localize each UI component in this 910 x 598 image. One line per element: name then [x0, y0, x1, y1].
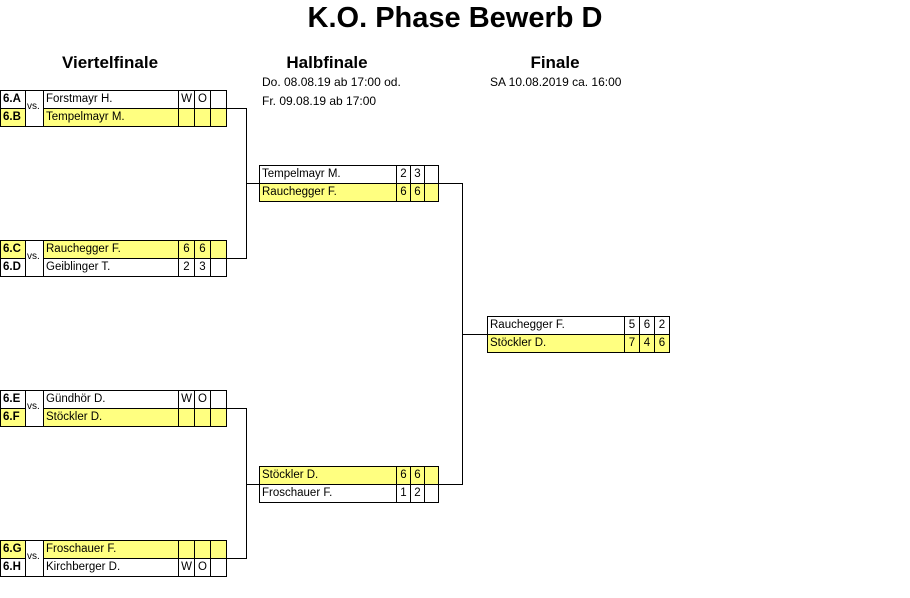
bracket-line	[226, 258, 247, 259]
set-score: 6	[410, 466, 425, 485]
set-score: 2	[410, 484, 425, 503]
set-score: 5	[624, 316, 640, 335]
player-name: Tempelmayr M.	[43, 108, 179, 127]
bracket-line	[438, 484, 463, 485]
player-name: Rauchegger F.	[43, 240, 179, 259]
set-score: 6	[396, 183, 411, 202]
set-score	[210, 408, 227, 427]
round-heading-semifinal: Halbfinale	[286, 53, 368, 72]
set-score: 2	[178, 258, 195, 277]
set-score	[178, 540, 195, 559]
player-name: Stöckler D.	[43, 408, 179, 427]
set-score	[194, 540, 211, 559]
player-name: Froschauer F.	[259, 484, 397, 503]
bracket-line	[462, 334, 487, 335]
set-score	[178, 108, 195, 127]
set-score	[178, 408, 195, 427]
set-score: O	[194, 390, 211, 409]
vs-cell	[25, 240, 44, 277]
semifinal-schedule-line-2: Fr. 09.08.19 ab 17:00	[262, 94, 377, 108]
seed-label: 6.A	[0, 90, 26, 109]
bracket-line	[438, 183, 463, 184]
set-score: 6	[194, 240, 211, 259]
set-score: W	[178, 90, 195, 109]
semifinal-schedule-line-1: Do. 08.08.19 ab 17:00 od.	[262, 75, 401, 89]
set-score: O	[194, 558, 211, 577]
set-score: 6	[410, 183, 425, 202]
set-score	[210, 558, 227, 577]
round-heading-final: Finale	[530, 53, 580, 72]
set-score	[424, 183, 439, 202]
set-score: 6	[639, 316, 655, 335]
vs-label: vs.	[27, 551, 40, 562]
player-name: Stöckler D.	[487, 334, 625, 353]
set-score: 2	[396, 165, 411, 184]
set-score	[424, 484, 439, 503]
player-name: Kirchberger D.	[43, 558, 179, 577]
bracket-line	[246, 408, 247, 559]
seed-label: 6.H	[0, 558, 26, 577]
set-score	[194, 408, 211, 427]
set-score: 6	[178, 240, 195, 259]
seed-label: 6.C	[0, 240, 26, 259]
player-name: Rauchegger F.	[259, 183, 397, 202]
set-score	[210, 258, 227, 277]
vs-label: vs.	[27, 401, 40, 412]
bracket-line	[226, 558, 247, 559]
set-score	[424, 165, 439, 184]
seed-label: 6.F	[0, 408, 26, 427]
player-name: Geiblinger T.	[43, 258, 179, 277]
vs-label: vs.	[27, 101, 40, 112]
set-score	[210, 90, 227, 109]
seed-label: 6.E	[0, 390, 26, 409]
set-score: 6	[654, 334, 670, 353]
set-score: 2	[654, 316, 670, 335]
seed-label: 6.G	[0, 540, 26, 559]
final-schedule: SA 10.08.2019 ca. 16:00	[490, 75, 622, 89]
player-name: Rauchegger F.	[487, 316, 625, 335]
set-score: 1	[396, 484, 411, 503]
set-score: 7	[624, 334, 640, 353]
round-heading-quarterfinal: Viertelfinale	[61, 53, 159, 72]
set-score: 3	[410, 165, 425, 184]
set-score: W	[178, 558, 195, 577]
page-title: K.O. Phase Bewerb D	[307, 2, 603, 34]
bracket-line	[246, 183, 259, 184]
player-name: Gündhör D.	[43, 390, 179, 409]
set-score	[210, 108, 227, 127]
player-name: Stöckler D.	[259, 466, 397, 485]
seed-label: 6.D	[0, 258, 26, 277]
set-score: 6	[396, 466, 411, 485]
bracket-line	[246, 484, 259, 485]
set-score	[210, 240, 227, 259]
seed-label: 6.B	[0, 108, 26, 127]
set-score: O	[194, 90, 211, 109]
set-score	[210, 390, 227, 409]
vs-label: vs.	[27, 251, 40, 262]
vs-cell	[25, 90, 44, 127]
player-name: Froschauer F.	[43, 540, 179, 559]
bracket-line	[226, 408, 247, 409]
set-score	[210, 540, 227, 559]
set-score: 4	[639, 334, 655, 353]
vs-cell	[25, 540, 44, 577]
bracket-line	[226, 108, 247, 109]
player-name: Forstmayr H.	[43, 90, 179, 109]
set-score: W	[178, 390, 195, 409]
set-score: 3	[194, 258, 211, 277]
set-score	[194, 108, 211, 127]
player-name: Tempelmayr M.	[259, 165, 397, 184]
set-score	[424, 466, 439, 485]
vs-cell	[25, 390, 44, 427]
